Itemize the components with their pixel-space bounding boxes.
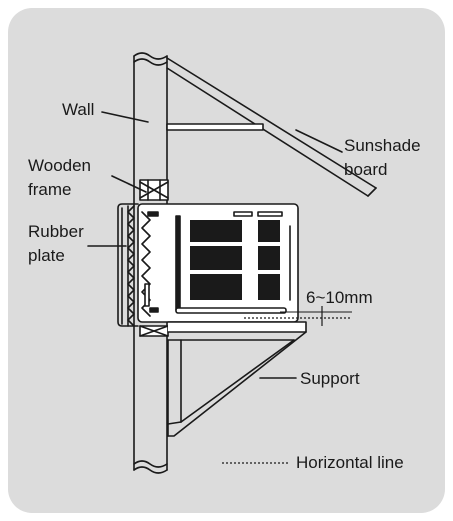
grille-block	[258, 220, 280, 242]
gap-dimension-label: 6~10mm	[306, 288, 373, 307]
support	[167, 321, 307, 437]
grille-block	[258, 246, 280, 270]
rubber-plate-label-line1: Rubber	[28, 222, 84, 241]
grille-block	[190, 274, 242, 300]
grille-block	[258, 274, 280, 300]
unit-grille	[190, 220, 280, 300]
rubber-plate-label-line2: plate	[28, 246, 65, 265]
sunshade-board	[166, 57, 377, 197]
wooden-frame-leader	[111, 175, 147, 193]
horizontal-line-legend-label: Horizontal line	[296, 453, 404, 472]
wooden-frame-label-line1: Wooden	[28, 156, 92, 175]
horizontal-line-marker	[222, 306, 352, 464]
wooden-frame-label-line2: frame	[28, 180, 72, 199]
support-label: Support	[300, 369, 360, 388]
wall-leader	[101, 111, 149, 123]
grille-block	[190, 246, 242, 270]
sunshade-board-label-line1: Sunshade	[344, 136, 421, 155]
sunshade-board-label-line2: board	[344, 160, 388, 179]
rubber-plate	[121, 205, 135, 327]
sunshade-leader	[295, 129, 343, 153]
grille-block	[190, 220, 242, 242]
wall-label: Wall	[62, 100, 95, 119]
